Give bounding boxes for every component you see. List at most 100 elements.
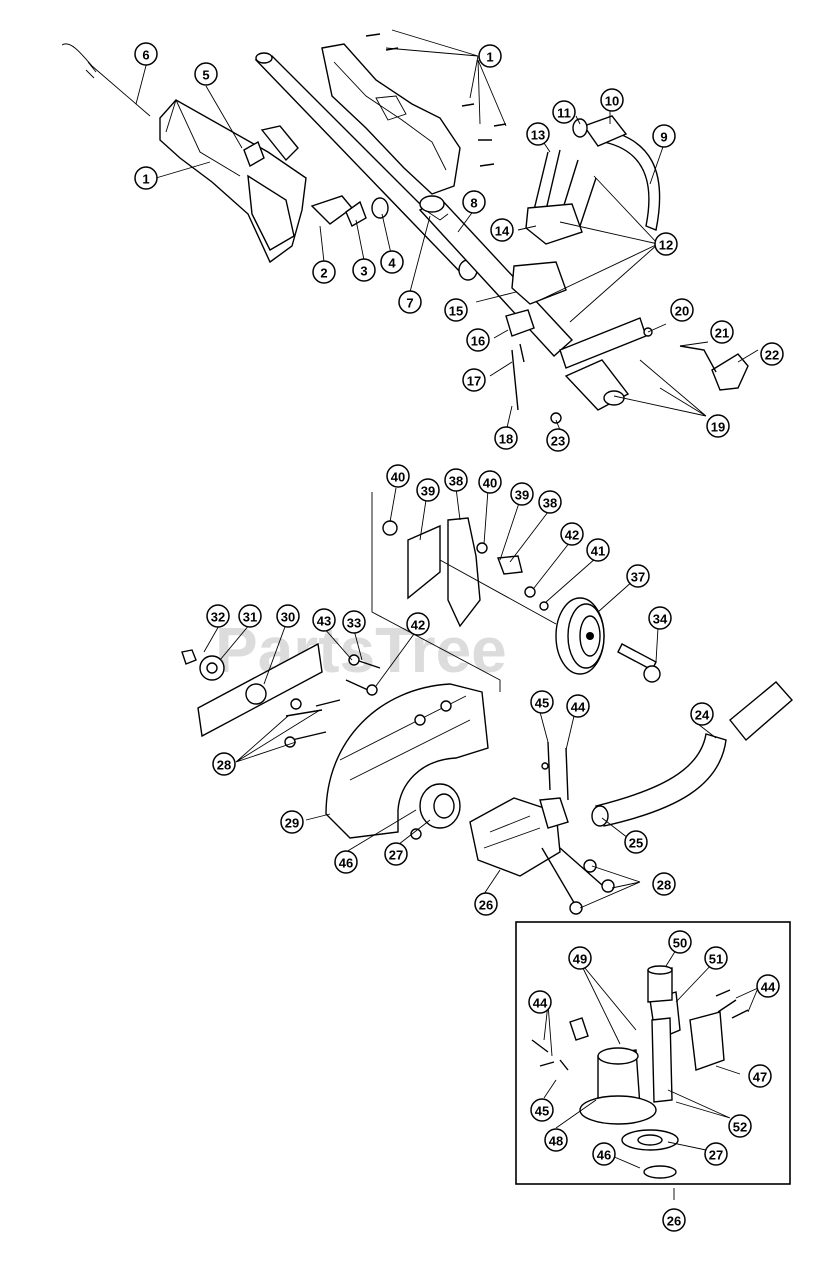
callout-number: 9	[660, 130, 667, 145]
callout-c39b: 39	[510, 482, 534, 506]
callout-c51: 51	[704, 946, 728, 970]
callout-number: 50	[673, 936, 687, 951]
callout-number: 27	[709, 1148, 723, 1163]
upper-assembly	[61, 33, 749, 424]
callout-number: 14	[495, 224, 510, 239]
knob	[711, 353, 749, 391]
callout-c8: 8	[462, 190, 486, 214]
callout-c40a: 40	[386, 464, 410, 488]
callout-number: 46	[597, 1148, 611, 1163]
callout-number: 40	[391, 470, 405, 485]
callout-c30: 30	[276, 604, 300, 628]
callout-c6: 6	[134, 42, 158, 66]
callout-c28b: 28	[652, 872, 676, 896]
plate-39	[407, 524, 441, 600]
callout-c50: 50	[668, 930, 692, 954]
callout-c5: 5	[194, 62, 218, 86]
callout-c3: 3	[352, 258, 376, 282]
callout-number: 45	[535, 1104, 549, 1119]
inset-gearhead	[531, 965, 749, 1179]
callout-c19: 19	[706, 414, 730, 438]
callout-c52: 52	[728, 1114, 752, 1138]
callout-c18: 18	[494, 426, 518, 450]
guard-assembly	[181, 492, 793, 915]
callout-c34: 34	[648, 606, 672, 630]
callout-number: 23	[551, 434, 565, 449]
callout-number: 34	[653, 612, 668, 627]
callout-number: 6	[142, 48, 149, 63]
callout-number: 4	[388, 256, 396, 271]
callout-c29: 29	[280, 810, 304, 834]
callout-number: 5	[202, 68, 209, 83]
callout-number: 18	[499, 432, 513, 447]
callout-number: 21	[715, 326, 729, 341]
callout-c1b: 1	[134, 166, 158, 190]
callout-number: 38	[449, 474, 463, 489]
callout-number: 44	[533, 996, 548, 1011]
callout-c1a: 1	[478, 44, 502, 68]
callout-number: 37	[631, 570, 645, 585]
callout-c16: 16	[466, 328, 490, 352]
callout-c46b: 46	[592, 1142, 616, 1166]
callout-number: 13	[531, 128, 545, 143]
callout-c13: 13	[526, 122, 550, 146]
callout-number: 1	[142, 172, 149, 187]
callout-number: 52	[733, 1120, 747, 1135]
switch	[243, 140, 265, 168]
callout-c25: 25	[624, 830, 648, 854]
callout-number: 51	[709, 952, 723, 967]
callout-c39a: 39	[416, 478, 440, 502]
callout-number: 39	[421, 484, 435, 499]
throttle-cable	[61, 43, 151, 117]
callout-number: 31	[243, 610, 257, 625]
grip	[582, 115, 628, 147]
callout-c27b: 27	[704, 1142, 728, 1166]
callout-number: 38	[543, 496, 557, 511]
callout-number: 44	[761, 980, 776, 995]
callout-c11: 11	[552, 100, 576, 124]
callout-number: 32	[211, 610, 225, 625]
callout-number: 2	[320, 266, 327, 281]
callout-number: 48	[549, 1134, 563, 1149]
callout-c20: 20	[670, 298, 694, 322]
callout-number: 11	[557, 106, 571, 121]
callout-c37: 37	[626, 564, 650, 588]
callout-c44b: 44	[528, 990, 552, 1014]
callout-c33: 33	[342, 610, 366, 634]
callout-c47: 47	[748, 1064, 772, 1088]
callout-number: 49	[573, 952, 587, 967]
callout-number: 20	[675, 304, 689, 319]
callout-number: 25	[629, 836, 643, 851]
callout-number: 7	[406, 296, 413, 311]
callout-c41: 41	[586, 538, 610, 562]
drive-shaft-tube	[595, 733, 727, 827]
callout-c38b: 38	[538, 490, 562, 514]
callout-c32: 32	[206, 604, 230, 628]
callout-c4: 4	[380, 250, 404, 274]
clamp-block	[505, 309, 535, 337]
callout-number: 41	[591, 544, 605, 559]
callout-number: 43	[317, 614, 331, 629]
callout-c44c: 44	[756, 974, 780, 998]
callout-c7: 7	[398, 290, 422, 314]
callout-number: 28	[217, 758, 231, 773]
shaft-grip	[729, 681, 793, 742]
callout-c17: 17	[462, 368, 486, 392]
callout-c46a: 46	[334, 850, 358, 874]
callout-c42b: 42	[406, 612, 430, 636]
callout-c10: 10	[600, 88, 624, 112]
callout-number: 26	[479, 898, 493, 913]
screws-1	[365, 33, 507, 167]
callout-number: 26	[667, 1214, 681, 1229]
blade-nut	[181, 649, 197, 665]
callout-number: 27	[389, 848, 403, 863]
callout-c26a: 26	[474, 892, 498, 916]
grommet	[371, 197, 389, 219]
callout-c38a: 38	[444, 468, 468, 492]
callout-c24: 24	[690, 702, 714, 726]
callout-number: 30	[281, 610, 295, 625]
callout-c40b: 40	[478, 470, 502, 494]
callout-number: 45	[535, 696, 549, 711]
callout-number: 47	[753, 1070, 767, 1085]
callout-c27a: 27	[384, 842, 408, 866]
